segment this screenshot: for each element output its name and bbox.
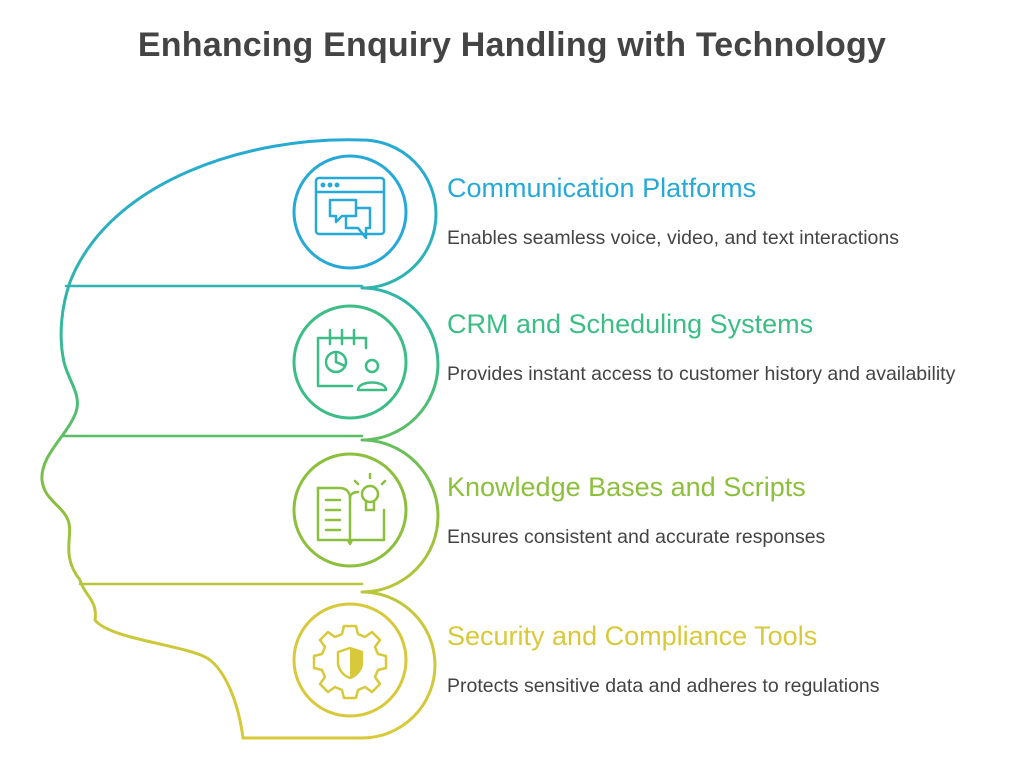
item-description: Provides instant access to customer hist…: [447, 363, 956, 385]
book-lightbulb-icon: [316, 472, 387, 546]
item-communication-platforms: Communication Platforms Enables seamless…: [447, 172, 1007, 252]
gear-shield-icon: [312, 624, 388, 700]
item-crm-scheduling: CRM and Scheduling Systems Provides inst…: [447, 308, 1007, 388]
item-description: Enables seamless voice, video, and text …: [447, 227, 899, 249]
circle-security: [292, 602, 408, 718]
item-description: Ensures consistent and accurate response…: [447, 526, 826, 548]
item-heading: Security and Compliance Tools: [447, 621, 818, 651]
item-knowledge-bases: Knowledge Bases and Scripts Ensures cons…: [447, 471, 1007, 551]
item-heading: Communication Platforms: [447, 173, 757, 203]
head-outline: [40, 138, 440, 740]
item-heading: Knowledge Bases and Scripts: [447, 472, 806, 502]
chat-window-icon: [314, 176, 386, 240]
circle-communication: [292, 154, 408, 270]
page-title: Enhancing Enquiry Handling with Technolo…: [137, 26, 887, 64]
calendar-chart-user-icon: [316, 328, 388, 392]
item-security-compliance: Security and Compliance Tools Protects s…: [447, 620, 1007, 700]
circle-crm: [292, 304, 408, 420]
item-heading: CRM and Scheduling Systems: [447, 309, 814, 339]
circle-knowledge: [292, 452, 408, 568]
item-description: Protects sensitive data and adheres to r…: [447, 675, 880, 697]
